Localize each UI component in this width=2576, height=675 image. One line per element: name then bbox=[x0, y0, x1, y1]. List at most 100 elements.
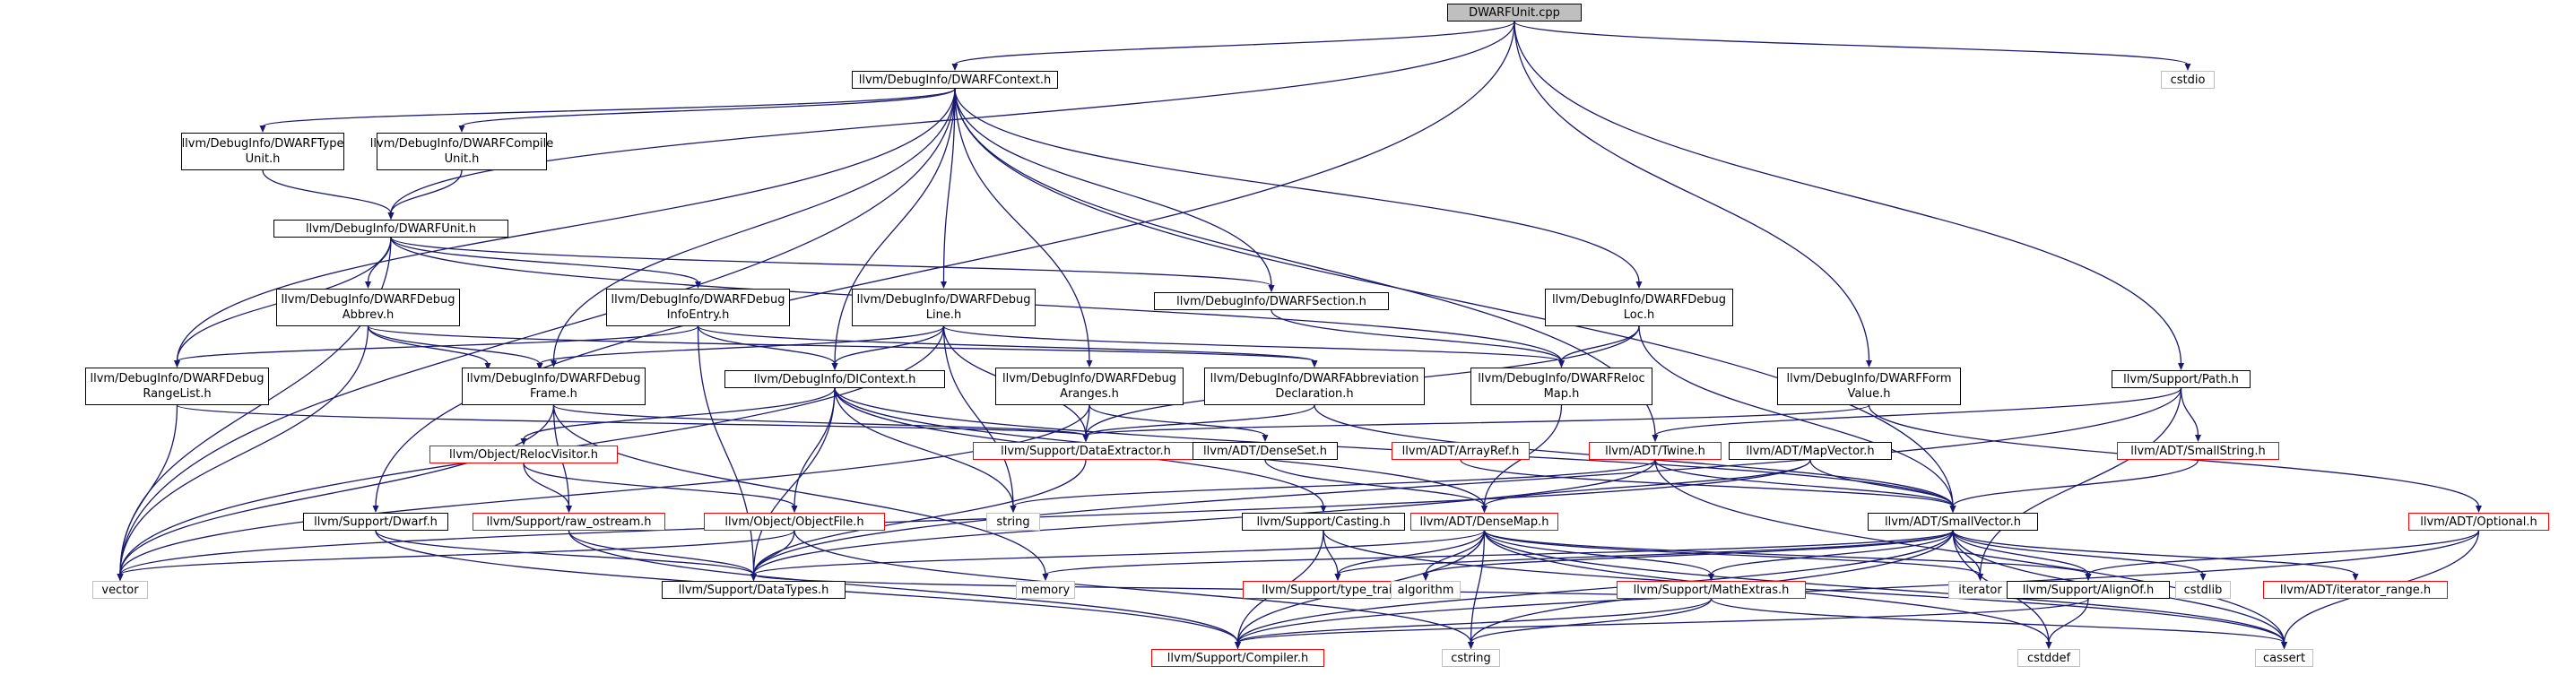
node-unit[interactable]: llvm/DebugInfo/DWARFUnit.h bbox=[273, 220, 508, 238]
edge-aranges-to-vector bbox=[119, 404, 1090, 575]
edge-arrowhead bbox=[484, 363, 491, 370]
node-ctx[interactable]: llvm/DebugInfo/DWARFContext.h bbox=[852, 71, 1058, 89]
edge-arrayref-to-smallvector bbox=[1460, 459, 1954, 507]
edge-infoentry-to-abbrdecl bbox=[697, 325, 1315, 362]
node-twine[interactable]: llvm/ADT/Twine.h bbox=[1589, 442, 1722, 460]
edge-ctx-to-rangelist bbox=[176, 88, 956, 362]
node-iterrange[interactable]: llvm/ADT/iterator_range.h bbox=[2263, 581, 2448, 599]
node-arrayref[interactable]: llvm/ADT/ArrayRef.h bbox=[1392, 442, 1530, 460]
edge-arrowhead bbox=[2045, 642, 2052, 649]
edge-objfile-to-cstring bbox=[794, 530, 1472, 644]
edge-smallvector-to-memory bbox=[1045, 530, 1954, 575]
edge-arrowhead bbox=[520, 438, 527, 446]
node-casting[interactable]: llvm/Support/Casting.h bbox=[1242, 513, 1405, 531]
node-compiler[interactable]: llvm/Support/Compiler.h bbox=[1151, 649, 1324, 667]
edge-rangelist-to-vector bbox=[119, 404, 178, 575]
edge-arrowhead bbox=[536, 363, 543, 370]
node-mapvector[interactable]: llvm/ADT/MapVector.h bbox=[1729, 442, 1892, 460]
edge-mapvector-to-smallvector bbox=[1809, 459, 1954, 507]
node-alignof[interactable]: llvm/Support/AlignOf.h bbox=[2007, 581, 2170, 599]
node-typetraits[interactable]: llvm/Support/type_traits.h bbox=[1243, 581, 1433, 599]
edge-ctx-to-typeunit bbox=[262, 88, 956, 127]
node-densemap[interactable]: llvm/ADT/DenseMap.h bbox=[1410, 513, 1558, 531]
node-smallstring[interactable]: llvm/ADT/SmallString.h bbox=[2117, 442, 2279, 460]
node-line[interactable]: llvm/DebugInfo/DWARFDebug Line.h bbox=[852, 289, 1036, 326]
edge-smallvector-to-typetraits bbox=[1337, 530, 1954, 575]
node-infoentry[interactable]: llvm/DebugInfo/DWARFDebug InfoEntry.h bbox=[606, 289, 790, 326]
edge-abbrev-to-list bbox=[367, 325, 489, 365]
node-typeunit[interactable]: llvm/DebugInfo/DWARFType Unit.h bbox=[181, 133, 344, 170]
node-denseset[interactable]: llvm/ADT/DenseSet.h bbox=[1193, 442, 1338, 460]
edge-dataext-to-datatypes bbox=[752, 459, 1087, 575]
node-datatypes[interactable]: llvm/Support/DataTypes.h bbox=[662, 581, 846, 599]
node-mathextras[interactable]: llvm/Support/MathExtras.h bbox=[1617, 581, 1806, 599]
edge-densemap-to-algorithm bbox=[1425, 530, 1486, 575]
edge-objfile-to-vector bbox=[119, 530, 795, 575]
node-relocvisitor[interactable]: llvm/Object/RelocVisitor.h bbox=[429, 446, 618, 463]
node-rawostream[interactable]: llvm/Support/raw_ostream.h bbox=[473, 513, 665, 531]
edge-arrowhead bbox=[750, 574, 757, 581]
node-section[interactable]: llvm/DebugInfo/DWARFSection.h bbox=[1154, 292, 1389, 310]
edge-arrowhead bbox=[1086, 360, 1093, 368]
edge-ctx-to-dictx bbox=[834, 88, 956, 365]
edge-typeunit-to-unit bbox=[262, 169, 392, 214]
edge-densemap-to-mathextras bbox=[1483, 530, 1713, 575]
node-cstring: cstring bbox=[1442, 649, 1500, 667]
node-dataext[interactable]: llvm/Support/DataExtractor.h bbox=[973, 442, 1199, 460]
edge-arrowhead bbox=[1949, 506, 1956, 513]
edge-relocvisitor-to-objfile bbox=[523, 463, 795, 507]
edge-mathextras-to-cstring bbox=[1470, 598, 1713, 644]
edge-root-to-ctx bbox=[954, 21, 1515, 65]
edge-root-to-cstdio bbox=[1514, 21, 2189, 65]
node-smallvector[interactable]: llvm/ADT/SmallVector.h bbox=[1868, 513, 2038, 531]
edge-arrowhead bbox=[1977, 574, 1983, 581]
edge-arrowhead bbox=[1235, 642, 1241, 649]
edge-arrowhead bbox=[1268, 285, 1275, 292]
node-algorithm: algorithm bbox=[1391, 581, 1461, 599]
node-cu[interactable]: llvm/DebugInfo/DWARFCompile Unit.h bbox=[370, 133, 553, 170]
edge-dictx-to-relocvisitor bbox=[523, 387, 836, 440]
node-aranges[interactable]: llvm/DebugInfo/DWARFDebug Aranges.h bbox=[995, 368, 1184, 405]
node-abbrev[interactable]: llvm/DebugInfo/DWARFDebug Abbrev.h bbox=[276, 289, 460, 326]
node-dwarf[interactable]: llvm/Support/Dwarf.h bbox=[303, 513, 448, 531]
edge-arrowhead bbox=[941, 281, 947, 289]
node-path[interactable]: llvm/Support/Path.h bbox=[2112, 370, 2251, 388]
node-dictx[interactable]: llvm/DebugInfo/DIContext.h bbox=[724, 370, 945, 388]
edge-arrowhead bbox=[1042, 574, 1049, 581]
edge-smallvector-to-alignof bbox=[1952, 530, 2089, 575]
edge-arrowhead bbox=[1334, 574, 1341, 581]
edge-rangelist-to-dataext bbox=[176, 404, 1087, 437]
edge-optional-to-alignof bbox=[2087, 530, 2480, 575]
node-rangelist[interactable]: llvm/DebugInfo/DWARFDebug RangeList.h bbox=[85, 368, 269, 405]
edge-line-to-dictx bbox=[834, 325, 945, 365]
node-iterator: iterator bbox=[1948, 581, 2012, 599]
node-abbrdecl[interactable]: llvm/DebugInfo/DWARFAbbreviation Declara… bbox=[1204, 368, 1425, 405]
edge-arrowhead bbox=[372, 506, 379, 513]
edge-arrowhead bbox=[1320, 506, 1327, 513]
edge-aranges-to-denseset bbox=[1089, 404, 1266, 437]
edge-alignof-to-compiler bbox=[1236, 598, 2089, 644]
edge-arrowhead bbox=[2352, 574, 2359, 581]
edge-arrowhead bbox=[1635, 281, 1643, 289]
edge-ctx-to-line bbox=[942, 88, 956, 283]
node-loc[interactable]: llvm/DebugInfo/DWARFDebug Loc.h bbox=[1545, 289, 1733, 326]
edge-ctx-to-loc bbox=[954, 88, 1640, 283]
edge-rawostream-to-compiler bbox=[568, 530, 1239, 644]
edge-arrowhead bbox=[2178, 363, 2184, 370]
edge-mathextras-to-cassert bbox=[1710, 598, 2285, 644]
edge-ctx-to-frame bbox=[552, 88, 956, 362]
node-formvalue[interactable]: llvm/DebugInfo/DWARFForm Value.h bbox=[1777, 368, 1961, 405]
node-cstddef: cstddef bbox=[2017, 649, 2080, 667]
edge-ctx-to-smallvector bbox=[954, 88, 1954, 507]
edge-smallstring-to-smallvector bbox=[1952, 459, 2199, 507]
edge-twine-to-datatypes bbox=[752, 459, 1656, 575]
node-cstdio: cstdio bbox=[2161, 71, 2215, 89]
edge-section-to-relocmap bbox=[1271, 309, 1563, 362]
node-optional[interactable]: llvm/ADT/Optional.h bbox=[2408, 513, 2549, 531]
edge-frame-to-vector bbox=[119, 404, 555, 575]
node-objfile[interactable]: llvm/Object/ObjectFile.h bbox=[704, 513, 885, 531]
node-relocmap[interactable]: llvm/DebugInfo/DWARFReloc Map.h bbox=[1470, 368, 1652, 405]
node-frame[interactable]: llvm/DebugInfo/DWARFDebug Frame.h bbox=[462, 368, 646, 405]
